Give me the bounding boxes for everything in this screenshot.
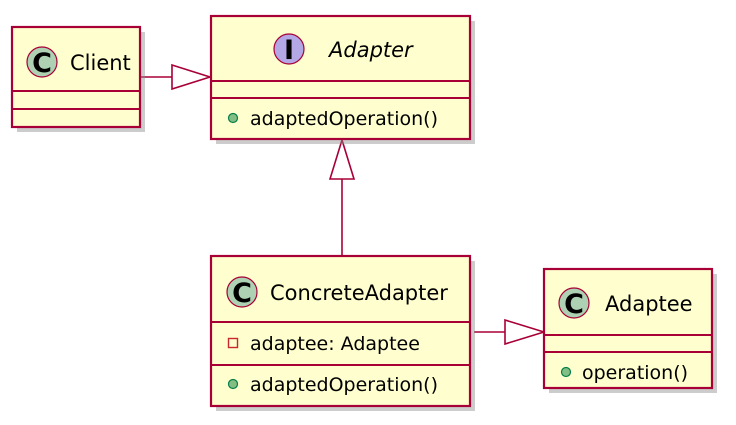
relation-concrete-adaptee — [474, 318, 547, 346]
public-visibility-icon — [560, 366, 572, 378]
class-badge-letter: C — [232, 278, 252, 309]
method-label: operation() — [582, 362, 688, 384]
relation-concrete-adapter — [328, 137, 356, 256]
interface-name: Adapter — [327, 38, 414, 62]
class-name: Client — [70, 51, 131, 75]
class-client[interactable]: C Client — [10, 25, 145, 132]
class-name: ConcreteAdapter — [270, 281, 448, 305]
private-visibility-icon — [227, 337, 239, 349]
class-concrete-adapter[interactable]: C ConcreteAdapter adaptee: Adaptee adapt… — [209, 254, 475, 411]
class-badge-icon — [26, 46, 58, 78]
interface-adapter[interactable]: I Adapter adaptedOperation() — [209, 14, 475, 144]
arrowhead-client-adapter — [171, 63, 213, 91]
class-badge-letter: C — [564, 289, 584, 320]
arrowhead-concrete-adapter — [328, 137, 356, 180]
field-label: adaptee: Adaptee — [250, 333, 420, 355]
method-label: adaptedOperation() — [250, 108, 438, 130]
method-label: adaptedOperation() — [250, 374, 438, 396]
relation-client-adapter — [140, 63, 213, 91]
arrowhead-concrete-adaptee — [504, 318, 547, 346]
class-badge-icon — [226, 276, 258, 308]
class-badge-icon — [558, 287, 590, 319]
interface-badge-icon — [273, 33, 305, 65]
class-badge-letter: C — [32, 48, 52, 79]
public-visibility-icon — [227, 112, 239, 124]
interface-badge-letter: I — [284, 35, 294, 66]
class-name: Adaptee — [605, 292, 693, 316]
public-visibility-icon — [227, 378, 239, 390]
class-adaptee[interactable]: C Adaptee operation() — [542, 267, 717, 393]
